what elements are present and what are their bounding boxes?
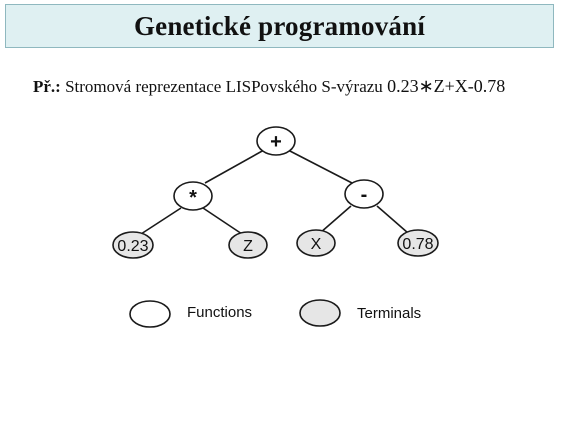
edge-minus-right (376, 205, 409, 234)
slide-title: Genetické programování (133, 10, 426, 41)
edge-mul-right (202, 207, 243, 235)
edge-minus-left (319, 205, 352, 234)
multiply-operator-label: * (189, 187, 197, 209)
terminal-label-1: Z (243, 238, 253, 255)
tree-edges (140, 149, 409, 235)
terminal-node-3: 0.78 (397, 229, 439, 257)
terminal-node-1: Z (228, 231, 268, 259)
edge-mul-left (140, 207, 182, 235)
example-text: Stromová reprezentace LISPovského S-výra… (65, 77, 383, 96)
edge-root-right (287, 149, 353, 184)
function-node-multiply: * (173, 181, 213, 211)
minus-operator-label: - (361, 184, 368, 206)
terminal-label-3: 0.78 (402, 236, 433, 253)
function-node-minus: - (344, 179, 384, 209)
terminal-node-2: X (296, 229, 336, 257)
legend: Functions Terminals (129, 299, 421, 328)
legend-function-swatch (129, 300, 171, 328)
terminal-label-2: X (311, 236, 322, 253)
function-node-root: + (256, 126, 296, 156)
example-line: Př.: Stromová reprezentace LISPovského S… (33, 76, 505, 97)
legend-terminals-label: Terminals (357, 305, 421, 322)
legend-terminal-swatch (299, 299, 341, 327)
example-expression: 0.23∗Z+X-0.78 (387, 76, 506, 96)
root-operator-label: + (270, 131, 282, 153)
terminal-node-0: 0.23 (112, 231, 154, 259)
edge-root-left (204, 149, 265, 184)
terminal-label-0: 0.23 (117, 238, 148, 255)
legend-functions-label: Functions (187, 304, 252, 321)
example-prefix: Př.: (33, 77, 61, 96)
slide-title-box: Genetické programování (5, 4, 554, 48)
